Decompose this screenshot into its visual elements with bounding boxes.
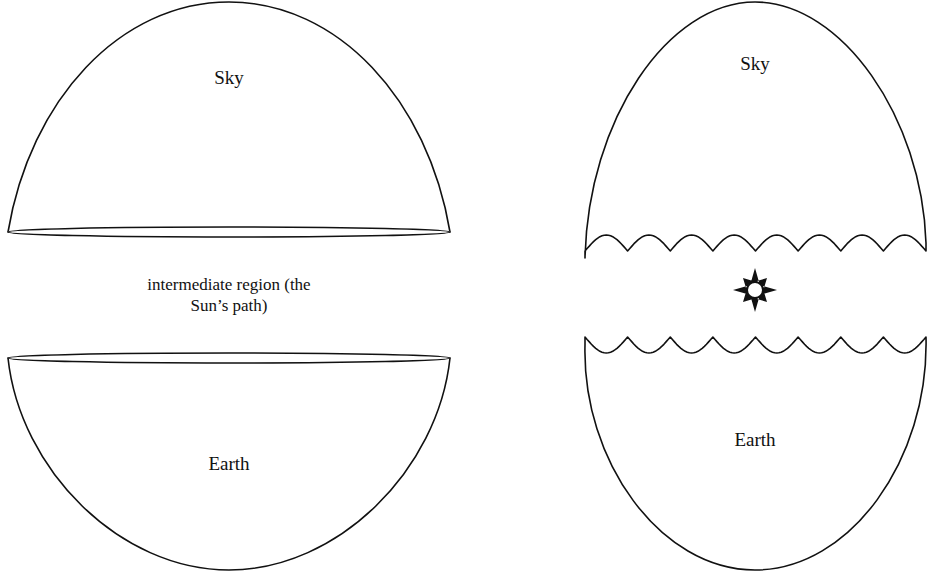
- region-outline: [4, 0, 454, 240]
- region-name: Earth: [4, 453, 454, 475]
- region-outline: [580, 0, 930, 256]
- region-shape: Earth: [580, 328, 930, 572]
- sun-disc: [747, 282, 763, 298]
- region-label: intermediate region (the Sun’s path): [129, 274, 329, 316]
- outline-stroke: [585, 337, 926, 570]
- region-shape: Earth: [4, 350, 454, 572]
- outline-stroke: [8, 353, 450, 363]
- sun-rays: [733, 268, 777, 312]
- region-shape: Sky: [4, 0, 454, 240]
- sun-symbol: [733, 268, 777, 312]
- outline-stroke: [585, 2, 926, 258]
- region-name: Earth: [580, 429, 930, 451]
- region-shape: Sky: [580, 0, 930, 256]
- region-name: Sky: [4, 67, 454, 89]
- outline-stroke: [8, 227, 450, 237]
- region-name: Sky: [580, 53, 930, 75]
- outline-stroke: [8, 2, 450, 232]
